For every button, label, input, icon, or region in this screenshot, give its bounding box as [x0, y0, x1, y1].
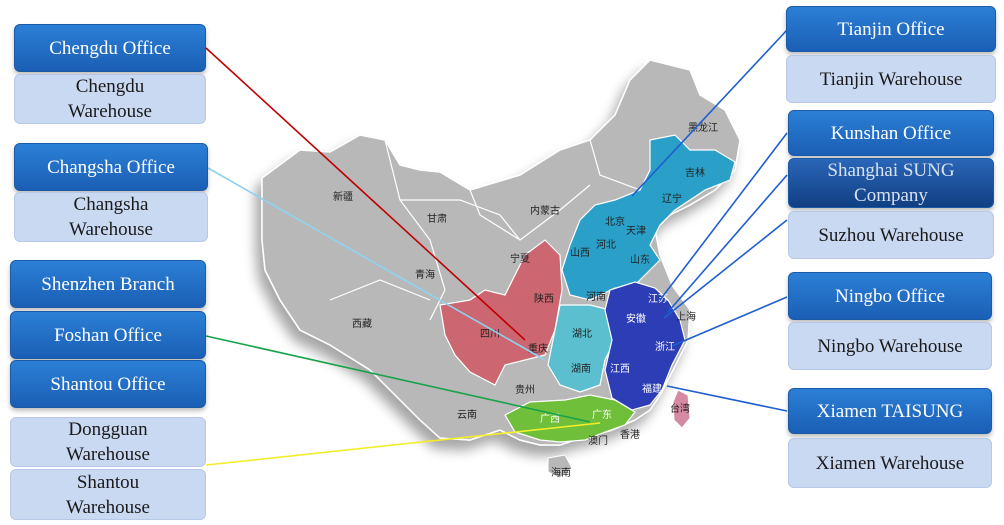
tianjin-warehouse-box: Tianjin Warehouse: [786, 55, 996, 103]
label-xianggang: 香港: [620, 429, 640, 441]
label-fujian: 福建: [642, 382, 662, 395]
shanghai-company-box: Shanghai SUNG Company: [788, 158, 994, 208]
line-suzhou: [663, 219, 788, 319]
label-aomen: 澳门: [588, 434, 608, 447]
region-north-northeast: [561, 134, 736, 301]
label-hebei: 河北: [596, 239, 616, 251]
label-jilin: 吉林: [685, 166, 705, 179]
foshan-office-box: Foshan Office: [10, 311, 206, 359]
line-ningbo: [671, 296, 788, 347]
label-neimenggu: 内蒙古: [530, 204, 560, 217]
label-henan: 河南: [586, 290, 606, 303]
label-liaoning: 辽宁: [662, 192, 682, 205]
label-shanxi: 山西: [570, 247, 590, 259]
changsha-office-box: Changsha Office: [14, 143, 208, 191]
label-zhejiang: 浙江: [655, 341, 675, 353]
region-hainan: [547, 454, 573, 479]
label-shanghai: 上海: [676, 310, 696, 323]
chengdu-office-box: Chengdu Office: [14, 24, 206, 72]
xiamen-warehouse-box: Xiamen Warehouse: [788, 438, 992, 488]
line-foshan: [205, 335, 591, 423]
region-taiwan: [672, 389, 691, 429]
label-shaanxi: 陕西: [534, 292, 554, 305]
shantou-office-box: Shantou Office: [10, 360, 206, 408]
label-gansu: 甘肃: [427, 212, 447, 225]
region-hubei-hunan: [547, 304, 616, 393]
line-kunshan: [659, 132, 788, 301]
label-beijing: 北京: [605, 215, 625, 228]
ningbo-office-box: Ningbo Office: [788, 272, 992, 320]
label-hainan: 海南: [551, 466, 571, 479]
dongguan-warehouse-box: Dongguan Warehouse: [10, 417, 206, 467]
line-tianjin: [631, 29, 788, 197]
label-qinghai: 青海: [415, 268, 435, 281]
label-ningxia: 宁夏: [510, 252, 530, 265]
connector-lines: [205, 29, 788, 466]
line-shanghai: [667, 174, 788, 313]
label-yunnan: 云南: [457, 408, 477, 421]
shantou-warehouse-box: Shantou Warehouse: [10, 469, 206, 520]
label-xinjiang: 新疆: [333, 190, 353, 203]
label-guizhou: 贵州: [515, 383, 535, 396]
line-shantou: [205, 422, 601, 466]
label-hunan: 湖南: [571, 362, 591, 375]
label-tianjin: 天津: [626, 225, 646, 237]
line-chengdu: [205, 47, 526, 341]
label-heilongjiang: 黑龙江: [688, 121, 718, 134]
xiamen-taisung-box: Xiamen TAISUNG: [788, 388, 992, 434]
line-xiamen: [666, 385, 788, 412]
ningbo-warehouse-box: Ningbo Warehouse: [788, 322, 992, 370]
label-taiwan: 台湾: [670, 402, 690, 415]
label-guangxi: 广西: [540, 413, 560, 425]
kunshan-office-box: Kunshan Office: [788, 110, 994, 156]
changsha-warehouse-box: Changsha Warehouse: [14, 192, 208, 242]
map-outline: [261, 59, 741, 446]
label-jiangxi: 江西: [610, 363, 630, 375]
shenzhen-branch-box: Shenzhen Branch: [10, 260, 206, 308]
chengdu-warehouse-box: Chengdu Warehouse: [14, 74, 206, 124]
label-anhui: 安徽: [626, 312, 646, 325]
line-changsha: [207, 167, 546, 361]
label-shandong: 山东: [630, 253, 650, 266]
region-east-coast: [604, 281, 686, 411]
label-hubei: 湖北: [572, 328, 592, 340]
label-sichuan: 四川: [480, 329, 500, 340]
label-guangdong: 广东: [592, 408, 612, 421]
tianjin-office-box: Tianjin Office: [786, 6, 996, 52]
label-chongqing: 重庆: [528, 342, 548, 355]
label-xizang: 西藏: [352, 318, 372, 330]
map-labels: 黑龙江 吉林 辽宁 内蒙古 北京 天津 河北 山西 山东 新疆 甘肃 宁夏 青海…: [333, 121, 718, 479]
suzhou-warehouse-box: Suzhou Warehouse: [788, 211, 994, 259]
